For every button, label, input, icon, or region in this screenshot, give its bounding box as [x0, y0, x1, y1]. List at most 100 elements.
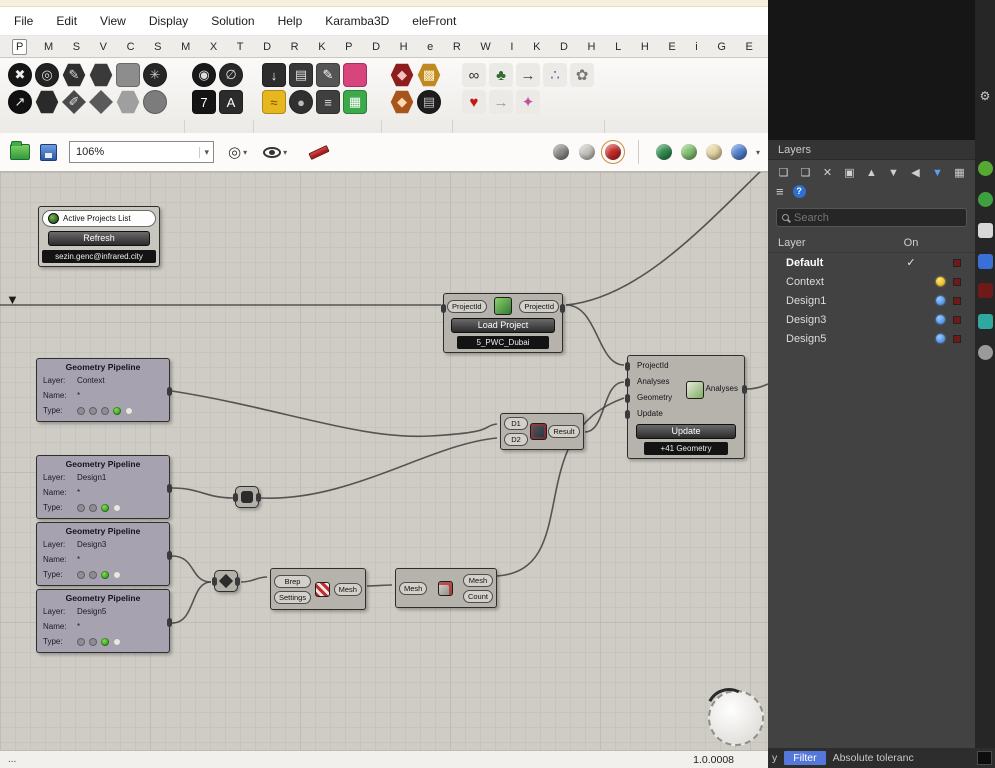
merge-node[interactable] — [235, 486, 259, 508]
tolerance-label[interactable]: Absolute toleranc — [833, 752, 914, 764]
category-tab[interactable]: M — [178, 40, 193, 54]
output-projectid[interactable]: ProjectId — [519, 300, 559, 313]
preview-selected-icon[interactable] — [656, 144, 672, 160]
refresh-button[interactable]: Refresh — [48, 231, 150, 246]
save-file-icon[interactable] — [40, 144, 57, 161]
pearls-icon[interactable]: ∴ — [543, 63, 567, 87]
type-x-icon[interactable] — [77, 571, 85, 579]
menu-item[interactable]: Solution — [211, 14, 254, 28]
layer-name[interactable]: Context — [786, 276, 895, 288]
zoom-combo[interactable]: 106% ▾ — [69, 141, 214, 163]
gh-canvas[interactable]: ▼ Active Projects List Refresh sezin.gen… — [0, 172, 768, 750]
category-tab[interactable]: D — [260, 40, 274, 54]
layer-name[interactable]: Default — [786, 257, 895, 269]
layer-row[interactable]: Design5 — [768, 329, 975, 348]
text-icon[interactable]: A — [219, 90, 243, 114]
category-tab[interactable]: E — [743, 40, 756, 54]
category-tab[interactable]: i — [692, 40, 700, 54]
preview-docs-icon[interactable] — [681, 144, 697, 160]
input-mesh[interactable]: Mesh — [399, 582, 427, 595]
collapse-icon[interactable]: ◀ — [908, 166, 923, 179]
preview-wire-sphere[interactable] — [579, 144, 595, 160]
type-pencil-icon[interactable] — [89, 504, 97, 512]
preview-custom-icon[interactable] — [706, 144, 722, 160]
layer-material-swatch[interactable] — [953, 259, 961, 267]
category-tab[interactable]: K — [315, 40, 328, 54]
output-mesh[interactable]: Mesh — [463, 574, 493, 587]
search-input[interactable] — [794, 212, 961, 224]
category-tab[interactable]: P — [12, 39, 27, 55]
new-sublayer-icon[interactable]: ❑ — [798, 166, 813, 179]
sketch-icon[interactable]: ✐ — [62, 90, 86, 114]
jump-arrow-icon[interactable]: → — [489, 90, 513, 114]
filter-button[interactable]: Filter — [784, 751, 825, 765]
layer-visibility-bulb[interactable] — [936, 277, 945, 286]
layer-row[interactable]: Design3 — [768, 310, 975, 329]
open-file-icon[interactable] — [10, 144, 30, 160]
category-tab[interactable]: S — [151, 40, 164, 54]
menu-item[interactable]: Help — [278, 14, 303, 28]
layer-value[interactable]: Context — [77, 373, 105, 388]
cluster-icon[interactable]: ✿ — [570, 63, 594, 87]
mesh-brep-node[interactable]: Brep Settings Mesh — [270, 568, 366, 610]
type-x-icon[interactable] — [77, 407, 85, 415]
geometry-pipeline-node-design3[interactable]: Geometry Pipeline Layer:Design3 Name:* T… — [36, 522, 170, 586]
material-icon[interactable] — [978, 283, 993, 298]
toggle-icon[interactable]: ● — [289, 90, 313, 114]
output-count[interactable]: Count — [463, 590, 493, 603]
preview-off-sphere[interactable] — [553, 144, 569, 160]
layer-visibility-bulb[interactable] — [936, 258, 945, 267]
gear-icon[interactable]: ⚙ — [978, 88, 993, 103]
geometry-pipeline-node-design1[interactable]: Geometry Pipeline Layer:Design1 Name:* T… — [36, 455, 170, 519]
input-brep[interactable]: Brep — [274, 575, 311, 588]
update-button[interactable]: Update — [636, 424, 736, 439]
output-result[interactable]: Result — [548, 425, 580, 438]
display-icon[interactable] — [978, 223, 993, 238]
update-analyses-node[interactable]: ProjectId Analyses Geometry Update Analy… — [627, 355, 745, 459]
type-enabled-icon[interactable] — [101, 571, 109, 579]
input-projectid[interactable]: ProjectId — [447, 300, 487, 313]
type-enabled-icon[interactable] — [113, 407, 121, 415]
panel-icon[interactable]: ≡ — [316, 90, 340, 114]
type-ball-icon[interactable] — [113, 638, 121, 646]
surface-icon[interactable] — [89, 63, 113, 87]
type-eye-icon[interactable] — [101, 407, 109, 415]
input-projectid[interactable]: ProjectId — [630, 358, 742, 374]
layer-value[interactable]: Design1 — [77, 470, 106, 485]
result-node[interactable]: D1 D2 Result — [500, 413, 584, 450]
menu-item[interactable]: View — [100, 14, 126, 28]
type-enabled-icon[interactable] — [101, 504, 109, 512]
columns-icon[interactable]: ▦ — [952, 166, 967, 179]
category-tab[interactable]: W — [477, 40, 493, 54]
field-icon[interactable] — [89, 90, 113, 114]
category-tab[interactable]: D — [369, 40, 383, 54]
cylinder-icon[interactable] — [143, 90, 167, 114]
category-tab[interactable]: P — [342, 40, 355, 54]
glasses-icon[interactable]: ∞ — [462, 63, 486, 87]
name-value[interactable]: * — [77, 388, 80, 403]
cherry-icon[interactable]: ♥ — [462, 90, 486, 114]
type-pencil-icon[interactable] — [89, 638, 97, 646]
type-ball-icon[interactable] — [125, 407, 133, 415]
help-icon[interactable]: ? — [793, 185, 806, 198]
category-tab[interactable]: H — [585, 40, 599, 54]
category-tab[interactable]: K — [530, 40, 543, 54]
layer-material-swatch[interactable] — [953, 335, 961, 343]
render-ball-icon[interactable] — [978, 192, 993, 207]
category-tab[interactable]: C — [124, 40, 138, 54]
merge-node[interactable] — [214, 570, 238, 592]
category-tab[interactable]: X — [207, 40, 220, 54]
category-tab[interactable]: S — [70, 40, 83, 54]
null-item-icon[interactable]: ∅ — [219, 63, 243, 87]
menu-item[interactable]: eleFront — [412, 14, 456, 28]
input-update[interactable]: Update — [630, 406, 742, 422]
flask-icon[interactable]: ✦ — [516, 90, 540, 114]
layer-value[interactable]: Design5 — [77, 604, 106, 619]
category-tab[interactable]: I — [507, 40, 516, 54]
column-layer[interactable]: Layer — [778, 237, 895, 249]
zoom-extents-icon[interactable]: ◎ — [228, 143, 241, 161]
panel-menu-icon[interactable]: ≡ — [776, 184, 784, 199]
number-icon[interactable]: 7 — [192, 90, 216, 114]
orange-gem-icon[interactable]: ◆ — [390, 90, 414, 114]
import-icon[interactable]: ↓ — [262, 63, 286, 87]
